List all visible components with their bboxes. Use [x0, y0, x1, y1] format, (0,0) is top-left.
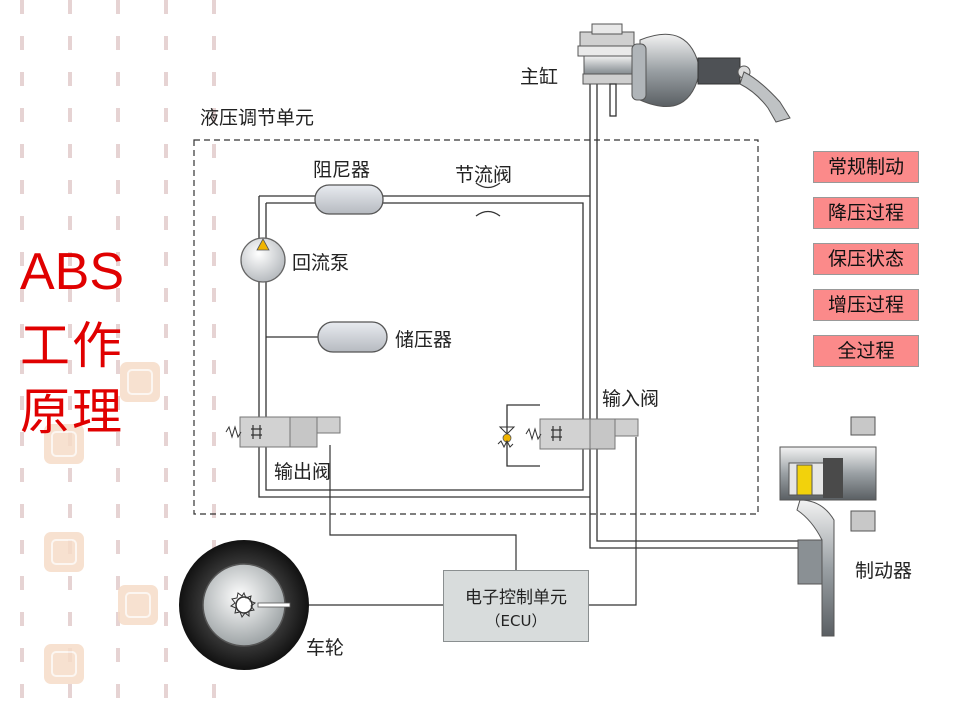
title-line-2: 工作 [20, 317, 124, 375]
normal-braking-button[interactable]: 常规制动 [813, 151, 919, 183]
pump-direction-icon [256, 238, 270, 251]
title-abs: ABS [20, 243, 125, 301]
label-hydraulic-unit: 液压调节单元 [200, 107, 315, 129]
master-cylinder-booster-icon [577, 23, 791, 123]
decorative-stamp [120, 362, 160, 402]
label-damper: 阻尼器 [313, 159, 371, 181]
pressure-increase-button[interactable]: 增压过程 [813, 289, 919, 321]
background-dash-column [164, 0, 168, 720]
decorative-stamp [44, 532, 84, 572]
wheel-icon [179, 540, 309, 670]
label-brake: 制动器 [855, 560, 913, 582]
label-accumulator: 储压器 [395, 329, 453, 351]
inlet-valve [525, 418, 639, 450]
pressure-hold-button[interactable]: 保压状态 [813, 243, 919, 275]
label-master-cylinder: 主缸 [520, 66, 559, 88]
ecu-signal-lines [290, 437, 637, 606]
background-dash-column [20, 0, 24, 720]
label-return-pump: 回流泵 [292, 252, 350, 274]
full-process-button[interactable]: 全过程 [813, 335, 919, 367]
decorative-stamp [118, 585, 158, 625]
accumulator [317, 321, 388, 353]
return-pump [240, 237, 286, 283]
ecu-abbr: （ECU） [485, 612, 547, 630]
damper [314, 184, 384, 215]
brake-pipes [258, 84, 800, 549]
label-throttle-valve: 节流阀 [455, 164, 513, 186]
brake-caliper-icon [779, 416, 877, 637]
decorative-stamp [44, 644, 84, 684]
outlet-valve [225, 416, 341, 448]
background-dash-column [68, 0, 72, 720]
ecu-label: 电子控制单元 [465, 588, 567, 608]
decorative-stamp [44, 424, 84, 464]
throttle-valve-symbol [475, 182, 501, 217]
check-valve-icon [497, 426, 516, 449]
ecu-box: 电子控制单元 （ECU） [443, 570, 589, 642]
title-line-3: 原理 [20, 383, 124, 441]
label-outlet-valve: 输出阀 [274, 461, 332, 483]
background-dash-column [116, 0, 120, 720]
pressure-reduce-button[interactable]: 降压过程 [813, 197, 919, 229]
label-wheel: 车轮 [306, 637, 345, 659]
background-dash-column [212, 0, 216, 720]
label-inlet-valve: 输入阀 [602, 388, 660, 410]
hydraulic-unit-border [193, 139, 759, 515]
